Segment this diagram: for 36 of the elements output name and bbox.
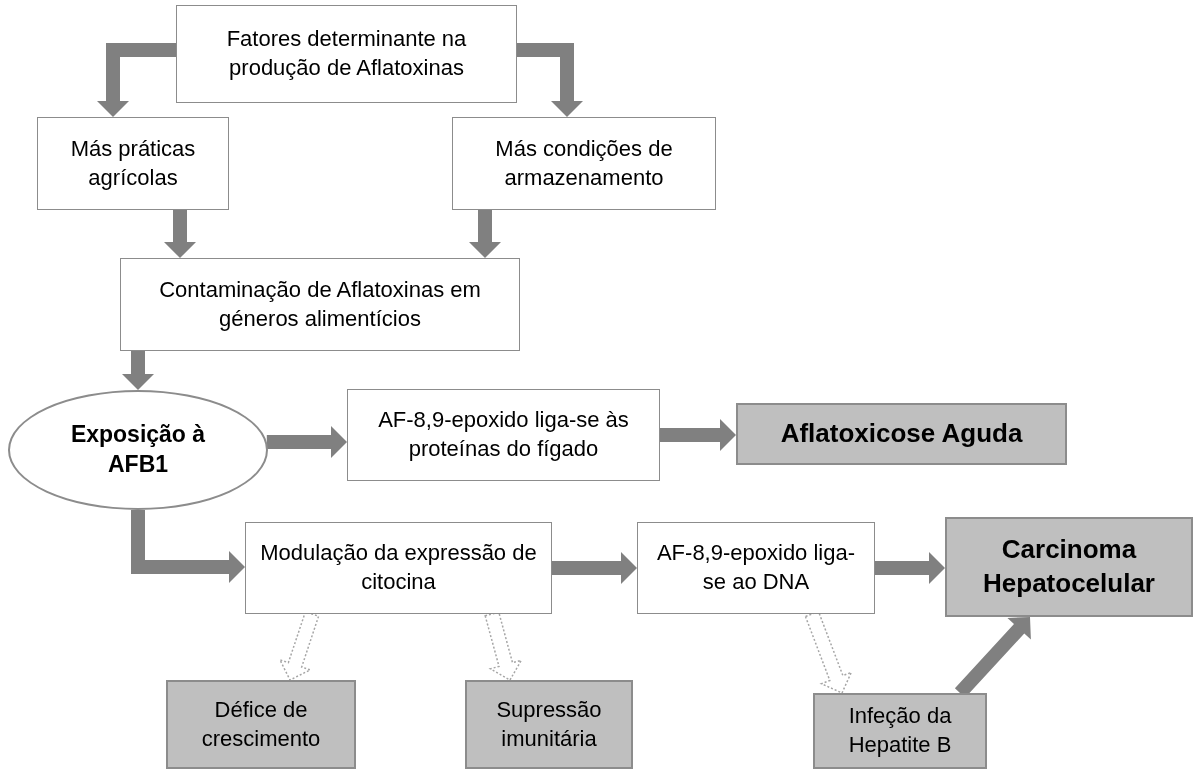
- effect-box: [166, 680, 356, 769]
- node-text: Más práticas agrícolas: [69, 134, 197, 192]
- outcome-box: [945, 517, 1193, 617]
- arrow: [552, 552, 637, 584]
- node-text: Más condições de armazenamento: [494, 134, 674, 192]
- arrow: [97, 43, 176, 117]
- process-box: [245, 522, 552, 614]
- process-box: [37, 117, 229, 210]
- arrow: [122, 351, 154, 390]
- process-box: [452, 117, 716, 210]
- arrow: [469, 210, 501, 258]
- arrow: [266, 426, 347, 458]
- node-text: Infeção da Hepatite B: [847, 702, 953, 759]
- process-box: [637, 522, 875, 614]
- node-text: Modulação da expressão de citocina: [259, 539, 538, 596]
- arrow: [517, 43, 583, 117]
- effect-box: [465, 680, 633, 769]
- outcome-box: [736, 403, 1067, 465]
- node-text: Carcinoma Hepatocelular: [982, 533, 1156, 600]
- node-text: Supressão imunitária: [495, 695, 603, 753]
- node-text: Défice de crescimento: [200, 695, 322, 753]
- process-box: [176, 5, 517, 103]
- node-text: Contaminação de Aflatoxinas em géneros alimentícios: [158, 275, 482, 333]
- arrow: [484, 611, 523, 682]
- node-text: AF-8,9-epoxido liga-se às proteínas do fígado: [377, 406, 630, 463]
- node-text: AF-8,9-epoxido liga-se ao DNA: [655, 539, 857, 596]
- node-text: Fatores determinante na produção de Aflatoxinas: [225, 25, 468, 82]
- arrow: [875, 552, 945, 584]
- node-text: Exposição à AFB1: [70, 420, 206, 479]
- arrow: [660, 419, 736, 451]
- process-box: [120, 258, 520, 351]
- arrow: [164, 210, 196, 258]
- node-text: Aflatoxicose Aguda: [780, 417, 1023, 451]
- effect-box: [813, 693, 987, 769]
- arrow: [131, 510, 245, 583]
- process-box: [347, 389, 660, 481]
